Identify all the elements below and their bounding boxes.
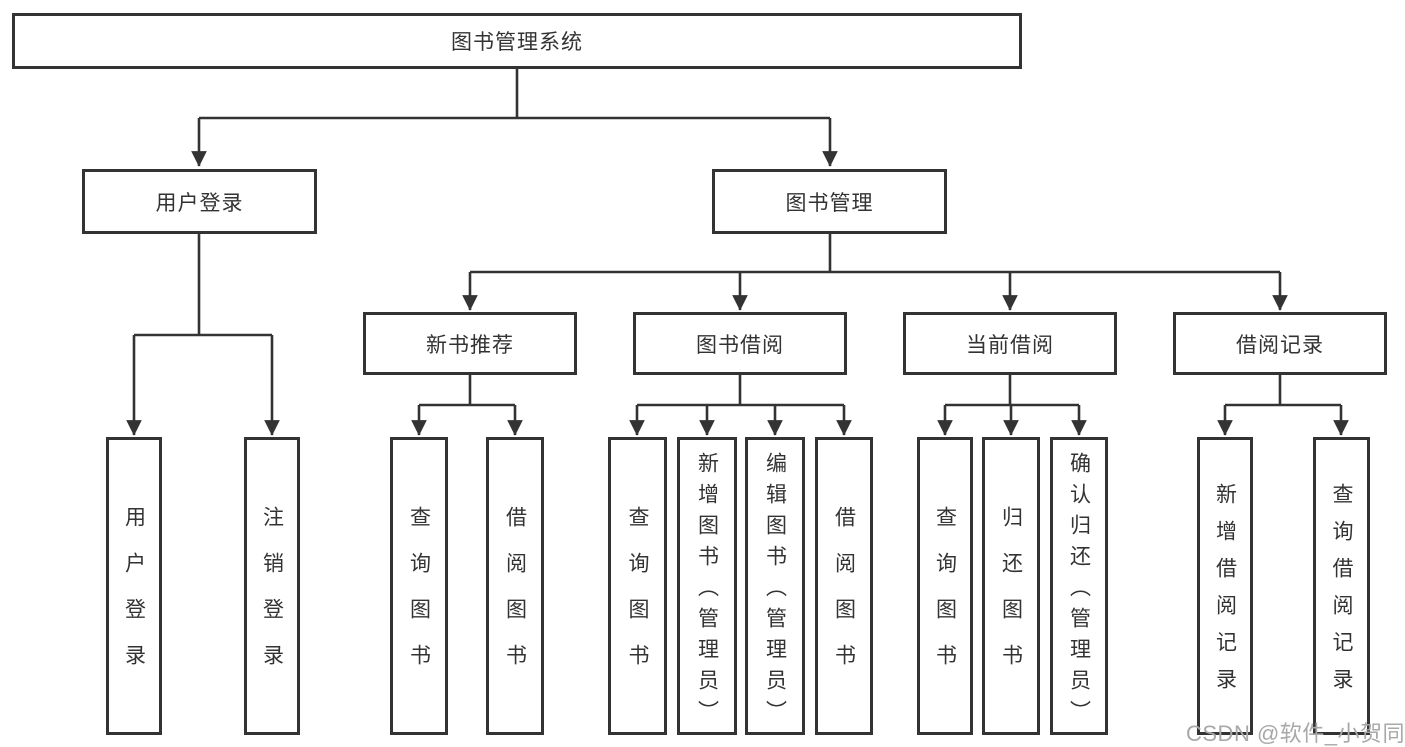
leaf-borrow-books: 借阅图书 — [815, 437, 873, 735]
leaf-query-borrow-record: 查询借阅记录 — [1313, 437, 1370, 735]
leaf-borrow-books-recommend: 借阅图书 — [486, 437, 544, 735]
node-label: 用户登录 — [122, 506, 146, 690]
node-label: 归还图书 — [999, 506, 1023, 690]
node-label: 查询图书 — [626, 506, 649, 690]
leaf-confirm-return-admin: 确认归还（管理员） — [1050, 437, 1108, 735]
leaf-edit-books-admin: 编辑图书（管理员） — [745, 437, 805, 735]
node-label: 查询借阅记录 — [1330, 483, 1353, 705]
node-user-login: 用户登录 — [82, 169, 317, 234]
leaf-user-login: 用户登录 — [106, 437, 162, 735]
node-label: 用户登录 — [155, 191, 244, 215]
node-book-management: 图书管理 — [712, 169, 947, 234]
node-label: 图书管理 — [785, 191, 874, 215]
leaf-return-books: 归还图书 — [982, 437, 1040, 735]
node-label: 编辑图书（管理员） — [763, 451, 787, 731]
node-label: 当前借阅 — [966, 333, 1054, 357]
node-label: 确认归还（管理员） — [1067, 451, 1091, 731]
csdn-watermark: CSDN @软件_小贺同学 — [1186, 721, 1405, 746]
node-current-borrowing: 当前借阅 — [903, 312, 1117, 375]
node-label: 图书管理系统 — [451, 31, 583, 54]
leaf-query-books-recommend: 查询图书 — [390, 437, 448, 735]
node-label: 新书推荐 — [426, 333, 514, 357]
node-new-book-recommendation: 新书推荐 — [363, 312, 577, 375]
node-label: 借阅图书 — [503, 506, 527, 690]
node-label: 新增图书（管理员） — [695, 451, 719, 731]
node-label: 新增借阅记录 — [1213, 483, 1237, 705]
node-label: 图书借阅 — [696, 333, 784, 357]
node-book-borrowing: 图书借阅 — [633, 312, 847, 375]
leaf-query-books-current: 查询图书 — [917, 437, 973, 735]
node-library-management-system: 图书管理系统 — [12, 13, 1022, 69]
node-label: 查询图书 — [933, 506, 957, 690]
node-label: 借阅图书 — [832, 506, 856, 690]
leaf-add-borrow-record: 新增借阅记录 — [1197, 437, 1253, 735]
node-borrowing-records: 借阅记录 — [1173, 312, 1387, 375]
node-label: 查询图书 — [407, 506, 431, 690]
node-label: 注销登录 — [260, 506, 284, 690]
leaf-logout: 注销登录 — [244, 437, 300, 735]
node-label: 借阅记录 — [1236, 333, 1324, 357]
leaf-query-books-borrow: 查询图书 — [608, 437, 667, 735]
leaf-add-books-admin: 新增图书（管理员） — [677, 437, 737, 735]
